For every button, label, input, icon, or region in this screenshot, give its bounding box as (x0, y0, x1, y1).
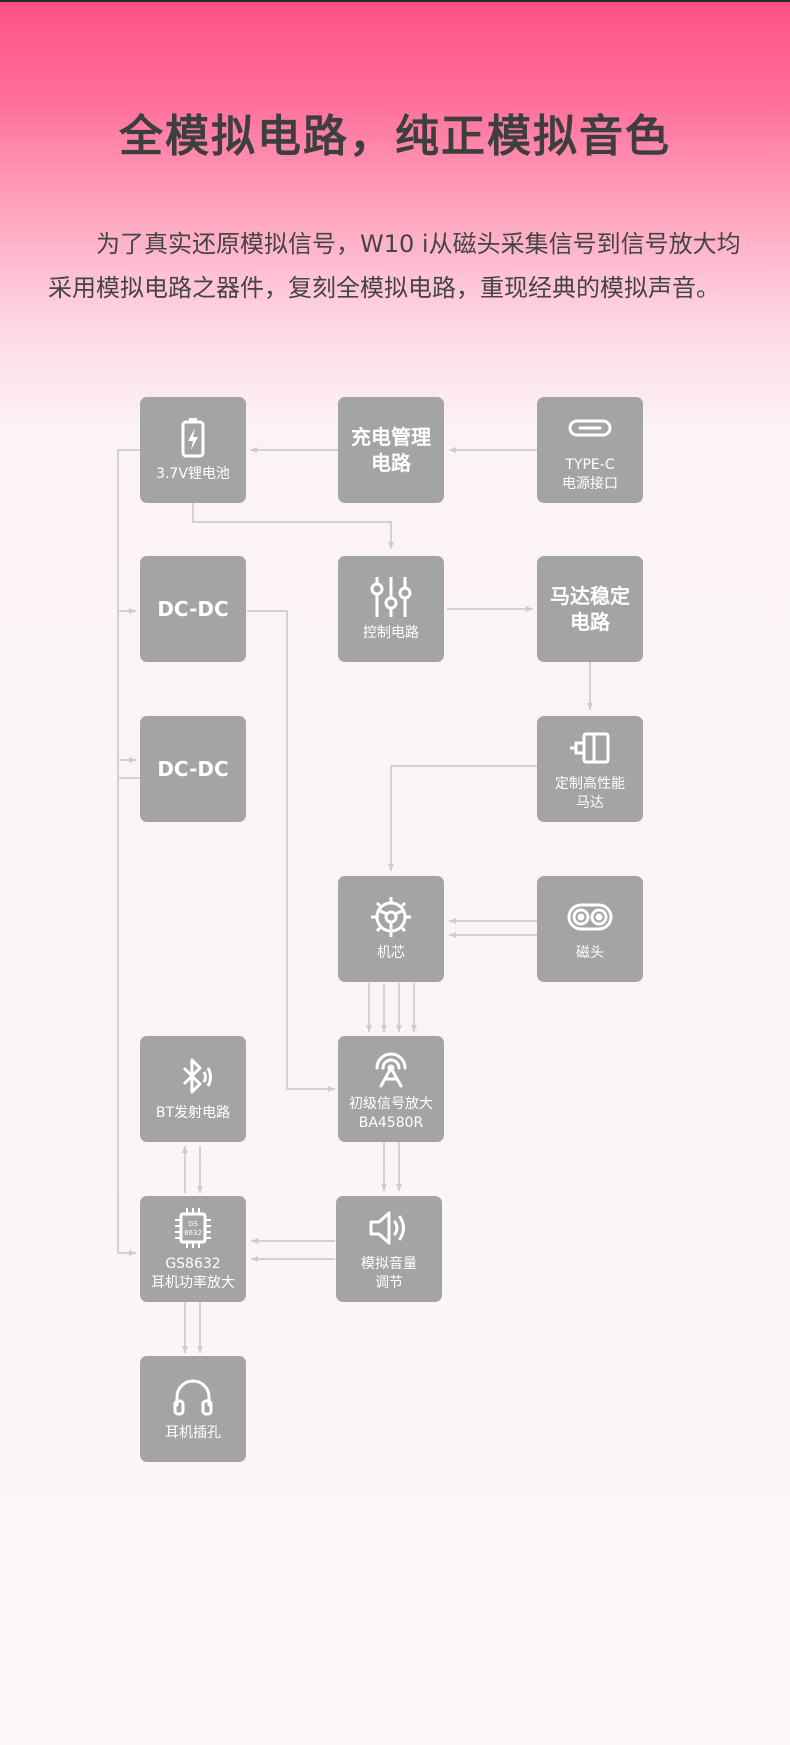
node-dcdc-1-label: DC-DC (157, 597, 229, 621)
node-volume: 模拟音量 调节 (336, 1196, 442, 1302)
usb-c-icon (566, 407, 614, 451)
node-charge: 充电管理 电路 (338, 397, 444, 503)
node-motor-stable: 马达稳定 电路 (537, 556, 643, 662)
headphones-icon (169, 1375, 217, 1419)
line-battery-control (192, 503, 394, 549)
page-title: 全模拟电路，纯正模拟音色 (119, 111, 671, 162)
node-motor: 定制高性能 马达 (537, 716, 643, 822)
tape-head-icon (566, 895, 614, 939)
node-core: 机芯 (338, 876, 444, 982)
node-dcdc-2-label: DC-DC (157, 757, 229, 781)
node-charge-label: 充电管理 电路 (351, 425, 431, 475)
top-border (0, 0, 790, 2)
node-head-label: 磁头 (576, 945, 604, 961)
svg-text:8632: 8632 (184, 1229, 202, 1237)
node-typec-label: TYPE-C 电源接口 (562, 456, 618, 492)
motor-icon (566, 726, 614, 770)
node-preamp-label: 初级信号放大 BA4580R (349, 1095, 433, 1131)
gear-icon (367, 895, 415, 939)
node-preamp: 初级信号放大 BA4580R (338, 1036, 444, 1142)
node-motor-label: 定制高性能 马达 (555, 775, 625, 811)
node-control-label: 控制电路 (363, 625, 419, 641)
svg-text:GS: GS (188, 1220, 198, 1228)
node-dcdc-1: DC-DC (140, 556, 246, 662)
speaker-icon (365, 1206, 413, 1250)
node-core-label: 机芯 (377, 945, 405, 961)
node-battery-label: 3.7V锂电池 (156, 466, 230, 482)
node-dcdc-2: DC-DC (140, 716, 246, 822)
node-bt: BT发射电路 (140, 1036, 246, 1142)
node-head: 磁头 (537, 876, 643, 982)
node-battery: 3.7V锂电池 (140, 397, 246, 503)
node-bt-label: BT发射电路 (155, 1105, 231, 1121)
node-amp-label: GS8632 耳机功率放大 (151, 1255, 235, 1291)
chip-icon: GS 8632 (169, 1206, 217, 1250)
intro-paragraph: 为了真实还原模拟信号，W10 i从磁头采集信号到信号放大均采用模拟电路之器件，复… (48, 230, 741, 302)
node-typec: TYPE-C 电源接口 (537, 397, 643, 503)
line-motor-core (388, 765, 537, 871)
node-jack-label: 耳机插孔 (165, 1425, 221, 1441)
line-dcdc1-preamp (247, 610, 335, 1092)
bluetooth-icon (169, 1055, 217, 1099)
line-battery-rail (117, 449, 140, 1253)
node-control: 控制电路 (338, 556, 444, 662)
signal-icon (367, 1046, 415, 1090)
battery-icon (169, 416, 217, 460)
node-volume-label: 模拟音量 调节 (361, 1255, 417, 1291)
node-jack: 耳机插孔 (140, 1356, 246, 1462)
node-amp: GS 8632 GS8632 耳机功率放大 (140, 1196, 246, 1302)
sliders-icon (367, 575, 415, 619)
node-motor-stable-label: 马达稳定 电路 (550, 584, 630, 634)
